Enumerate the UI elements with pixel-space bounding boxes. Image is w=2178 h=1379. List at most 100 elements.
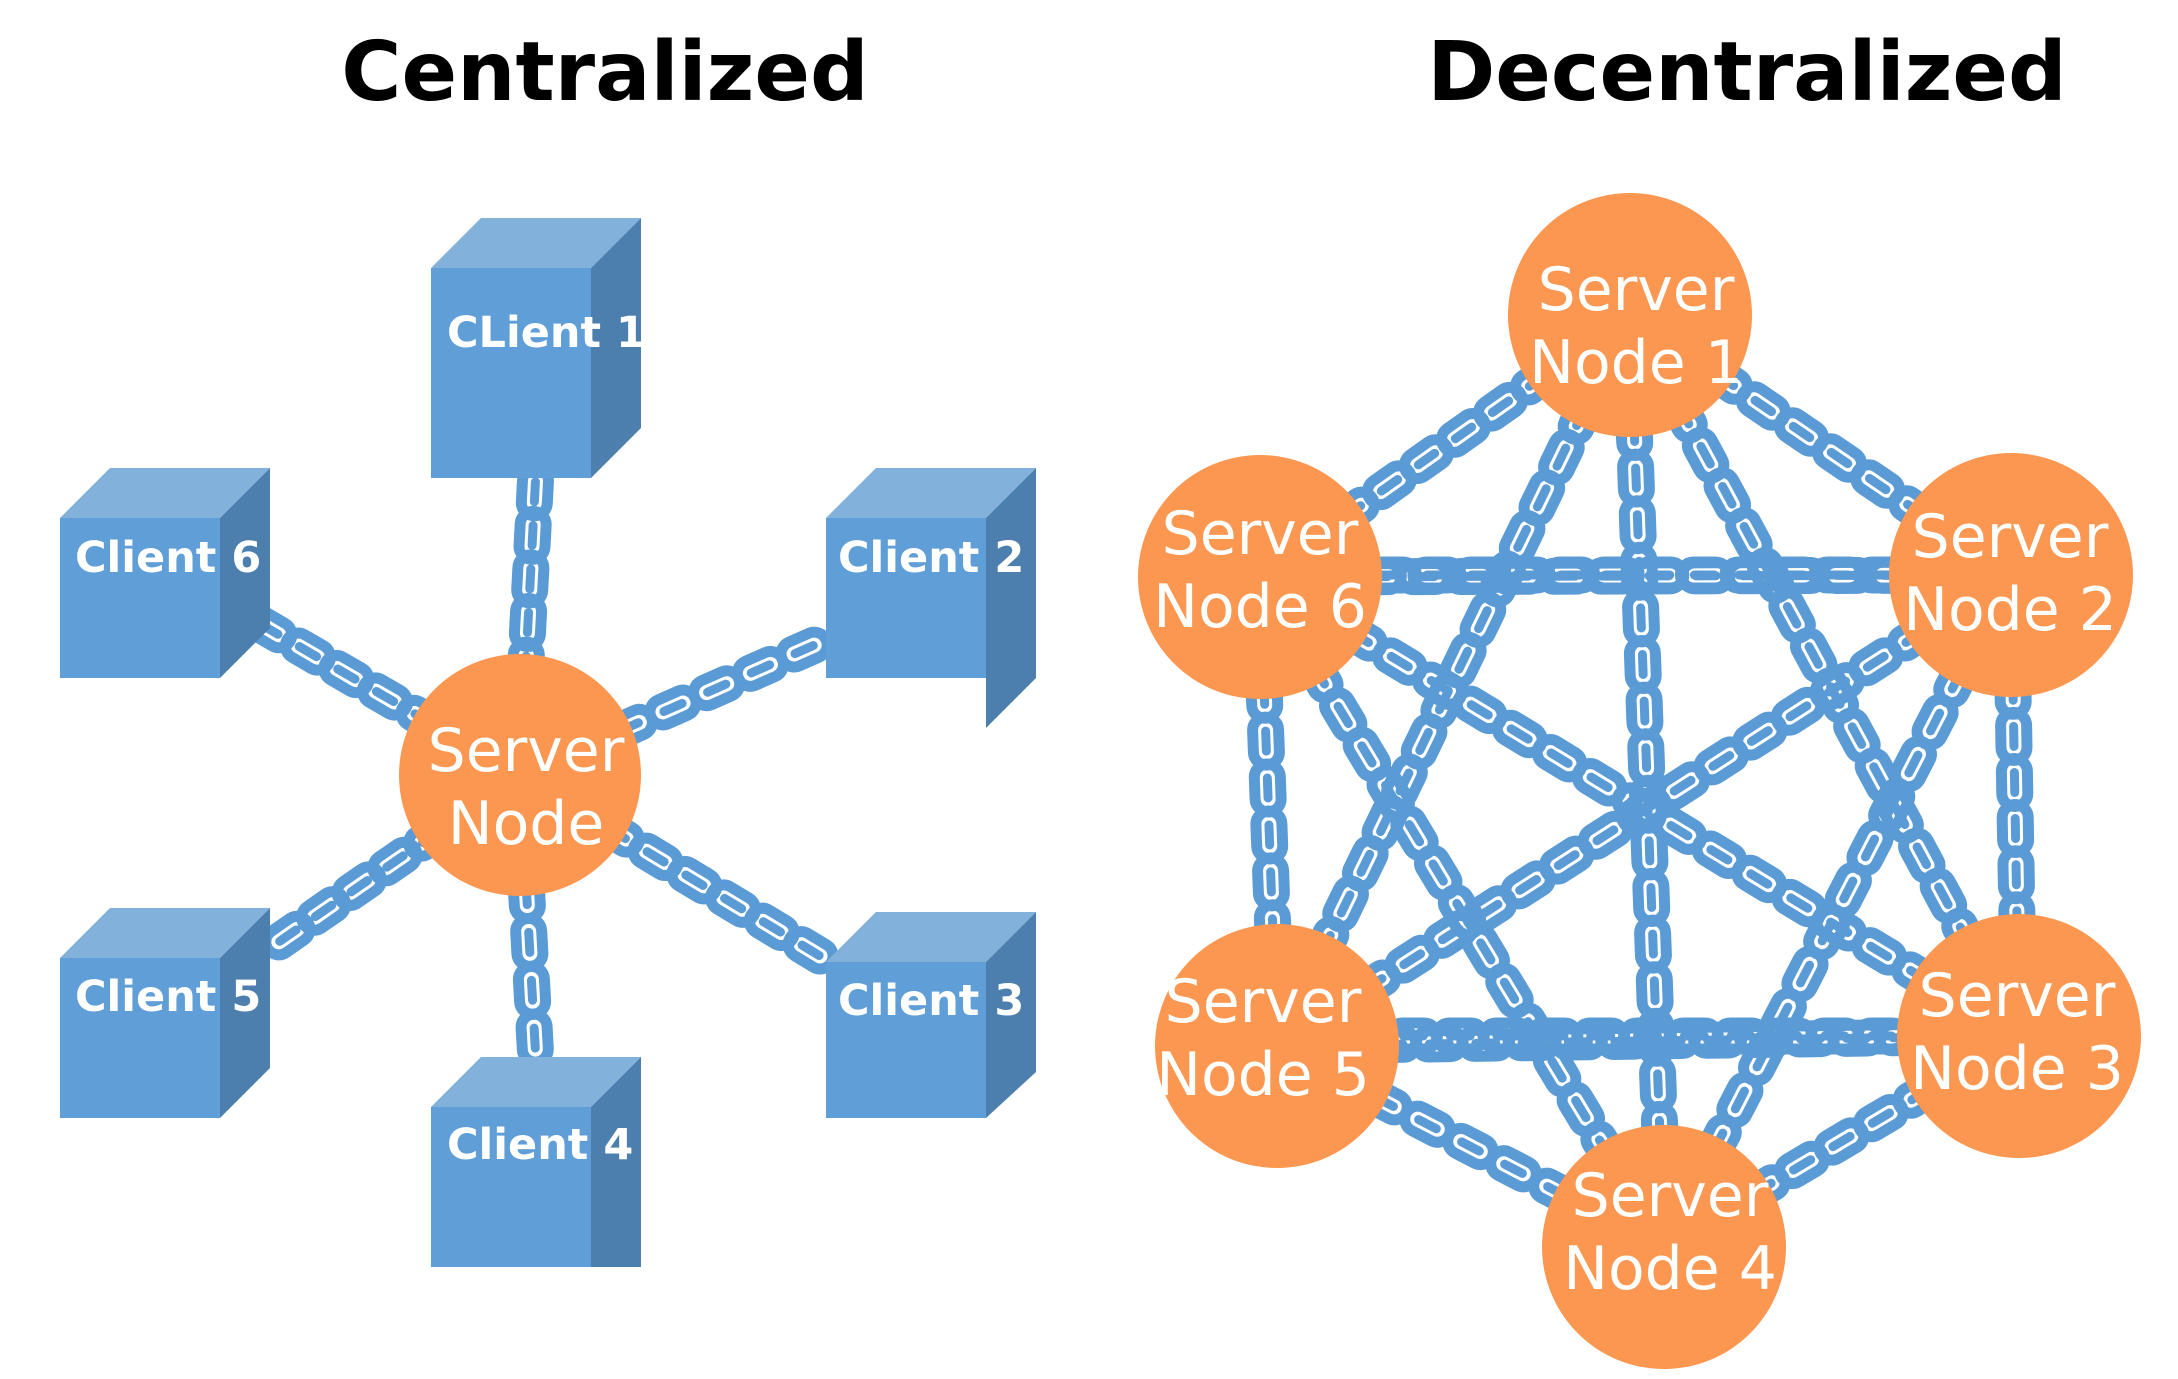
chain-link-pin	[1862, 651, 1889, 672]
chain-link	[1571, 1017, 1631, 1055]
chain-link-pin	[1696, 441, 1715, 469]
server-node-1-label-line2: Node 1	[1529, 328, 1743, 398]
chain-link	[1248, 758, 1287, 818]
chain-link-pin	[1739, 521, 1759, 549]
chain-link-pin	[720, 893, 747, 914]
chain-link-pin	[1788, 421, 1815, 443]
client-2-cube: Client 2	[826, 468, 1036, 728]
server-node-2-label-line1: Server	[1912, 502, 2109, 572]
chain-link-pin	[1730, 1086, 1749, 1114]
client-5-cube-side	[220, 908, 270, 1118]
server-node-4-label-line1: Server	[1572, 1161, 1769, 1231]
chain-link-pin	[1847, 722, 1867, 749]
chain-cross-upper	[1362, 556, 1913, 594]
chain-link-pin	[1571, 1096, 1591, 1123]
central-server-label-line1: Server	[428, 716, 625, 786]
chain-link-pin	[371, 686, 399, 707]
chain-link-pin	[1786, 893, 1813, 913]
server-node-5-circle	[1155, 924, 1399, 1168]
chain-link-pin	[1457, 1137, 1484, 1156]
chain-link	[1627, 728, 1666, 788]
chain-link-pin	[1552, 443, 1571, 471]
chain-link-pin	[1266, 867, 1276, 897]
chain-link	[1252, 852, 1290, 912]
chain-link-pin	[1746, 726, 1773, 747]
server-node-1-circle	[1508, 193, 1752, 437]
chain-link-pin	[525, 564, 536, 594]
chain-link-pin	[1513, 524, 1531, 552]
chain-link-pin	[1639, 696, 1650, 726]
chain-link-pin	[1866, 941, 1893, 962]
chain-link-pin	[524, 927, 535, 957]
server-node-6: Server Node 6	[1138, 455, 1382, 699]
chain-link-pin	[1860, 834, 1880, 862]
chain-link-pin	[1454, 646, 1473, 674]
client-4-label: Client 4	[447, 1120, 633, 1170]
chain-link-pin	[1644, 836, 1655, 866]
server-node-1-label-line1: Server	[1538, 255, 1735, 325]
server-node-3-label-line2: Node 3	[1910, 1034, 2124, 1104]
chain-link	[1247, 711, 1285, 771]
chain-link-pin	[1261, 726, 1271, 756]
chain-link-pin	[1824, 676, 1851, 697]
chain-link-pin	[1546, 748, 1573, 768]
client-3-cube-top	[826, 912, 1036, 962]
chain-link	[1632, 868, 1671, 927]
chain-link	[1635, 961, 1674, 1021]
chain-link-pin	[1904, 750, 1923, 778]
chain-link-pin	[1626, 796, 1653, 817]
chain-link-pin	[275, 925, 301, 946]
chain-link-pin	[1532, 484, 1551, 512]
chain-link-pin	[1666, 821, 1693, 841]
client-4-cube-front	[431, 1107, 591, 1267]
chain-link-pin	[1826, 917, 1853, 937]
chain-link-pin	[1413, 448, 1440, 470]
chain-link-pin	[1839, 876, 1858, 904]
client-2-cube-top	[826, 468, 1036, 518]
chain-link	[775, 626, 833, 673]
server-node-4-circle	[1542, 1125, 1786, 1369]
chain-link-pin	[294, 642, 322, 662]
chain-link-pin	[1828, 1131, 1855, 1152]
chain-link-pin	[1356, 849, 1375, 877]
central-server-label-line2: Node	[448, 789, 605, 859]
client-3-label: Client 3	[838, 976, 1024, 1026]
chain-link-pin	[1466, 700, 1493, 720]
client-3-cube: Client 3	[826, 912, 1036, 1118]
chain-link-pin	[1553, 850, 1580, 871]
server-node-6-label-line1: Server	[1162, 499, 1359, 569]
server-node-6-label-line2: Node 6	[1153, 572, 1367, 642]
chain-link-pin	[1718, 481, 1737, 509]
chain-link-pin	[1336, 890, 1355, 918]
chain-link-pin	[1592, 825, 1619, 846]
chain-link-pin	[1789, 1155, 1816, 1175]
chain-link-pin	[1499, 977, 1520, 1004]
chain-link-pin	[1867, 1108, 1894, 1128]
client-4-cube: Client 4	[431, 1057, 641, 1267]
chain-cross-lower	[1383, 1017, 1912, 1055]
chain-link-pin	[1404, 820, 1425, 847]
chain-link-pin	[1476, 938, 1496, 965]
server-node-5: Server Node 5	[1155, 924, 1399, 1168]
chain-link-pin	[1386, 651, 1413, 672]
client-6-label: Client 6	[75, 533, 261, 583]
client-5-label: Client 5	[75, 972, 261, 1022]
server-node-1: Server Node 1	[1508, 193, 1752, 437]
chain-node-3-to-node-6	[1252, 564, 2027, 1049]
chain-link-pin	[1452, 898, 1472, 926]
chain-link	[515, 1008, 554, 1068]
chain-link-pin	[1912, 842, 1932, 870]
chain-link-pin	[310, 900, 337, 922]
chain-link-pin	[1547, 1056, 1567, 1083]
server-node-3: Server Node 3	[1897, 914, 2141, 1158]
chain-link-pin	[1750, 395, 1777, 417]
chain-link-pin	[1926, 708, 1945, 736]
client-2-cube-front	[826, 518, 986, 678]
chain-link-pin	[1804, 642, 1823, 669]
chain-link-pin	[1450, 422, 1477, 444]
centralized-title: Centralized	[341, 25, 868, 120]
chain-link-pin	[642, 847, 669, 867]
client-1-cube-front	[431, 268, 591, 478]
chain-link-pin	[1869, 762, 1888, 789]
